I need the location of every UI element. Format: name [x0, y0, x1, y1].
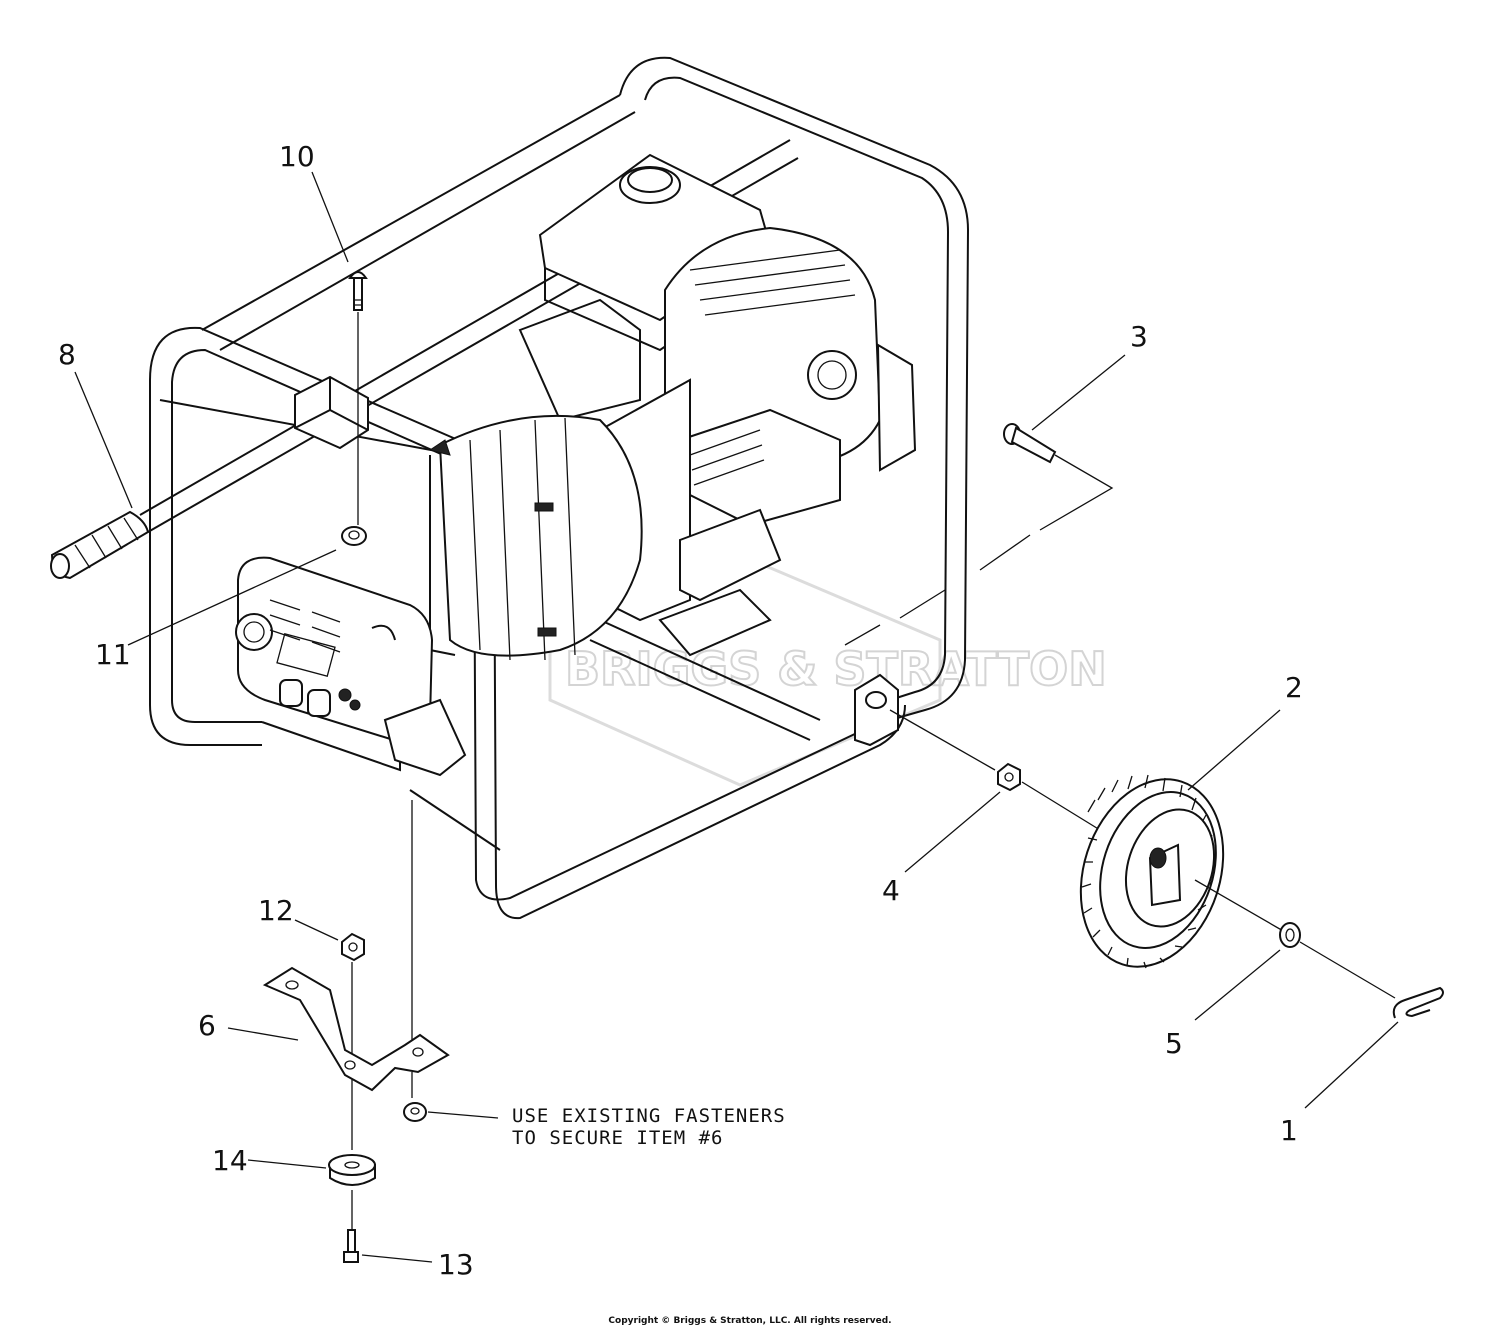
- part-4-nut: [889, 709, 1101, 831]
- part-13-bolt: [343, 1229, 359, 1263]
- control-panel: [235, 556, 467, 777]
- callout-3: 3: [1130, 320, 1148, 353]
- part-10-carriage-bolt: [348, 271, 368, 525]
- callout-labels: 10 8 11 3 2 4 5 1 12 6 14 13: [58, 140, 1303, 1281]
- part-11-nut: [341, 526, 367, 546]
- callout-1: 1: [1280, 1114, 1298, 1147]
- callout-5: 5: [1165, 1027, 1183, 1060]
- existing-fastener-nut: [403, 1102, 427, 1122]
- watermark-text: BRIGGS & STRATTON: [565, 642, 1107, 696]
- leader-lines: [74, 171, 1399, 1263]
- part-2-wheel: [1079, 774, 1286, 969]
- callout-8: 8: [58, 338, 76, 371]
- copyright-notice: Copyright © Briggs & Stratton, LLC. All …: [608, 1316, 892, 1326]
- callout-14: 14: [212, 1144, 248, 1177]
- part-3-pin: [844, 423, 1114, 646]
- callout-2: 2: [1285, 671, 1303, 704]
- alternator: [428, 414, 643, 661]
- callout-12: 12: [258, 894, 294, 927]
- assembly-note: USE EXISTING FASTENERS TO SECURE ITEM #6: [512, 1105, 786, 1149]
- callout-10: 10: [279, 140, 315, 173]
- callout-6: 6: [198, 1009, 216, 1042]
- callout-13: 13: [438, 1248, 474, 1281]
- part-5-washer: [1279, 922, 1396, 999]
- part-1-hairpin-clip: [1392, 986, 1444, 1019]
- part-12-flange-nut: [341, 932, 365, 1150]
- part-14-spacer: [328, 1154, 376, 1238]
- part-6-bracket: [262, 800, 450, 1098]
- note-line-1: USE EXISTING FASTENERS: [512, 1105, 786, 1127]
- handle-bar: [50, 139, 799, 580]
- callout-4: 4: [882, 874, 900, 907]
- callout-11: 11: [95, 638, 131, 671]
- note-line-2: TO SECURE ITEM #6: [512, 1127, 723, 1149]
- engine: [518, 153, 917, 657]
